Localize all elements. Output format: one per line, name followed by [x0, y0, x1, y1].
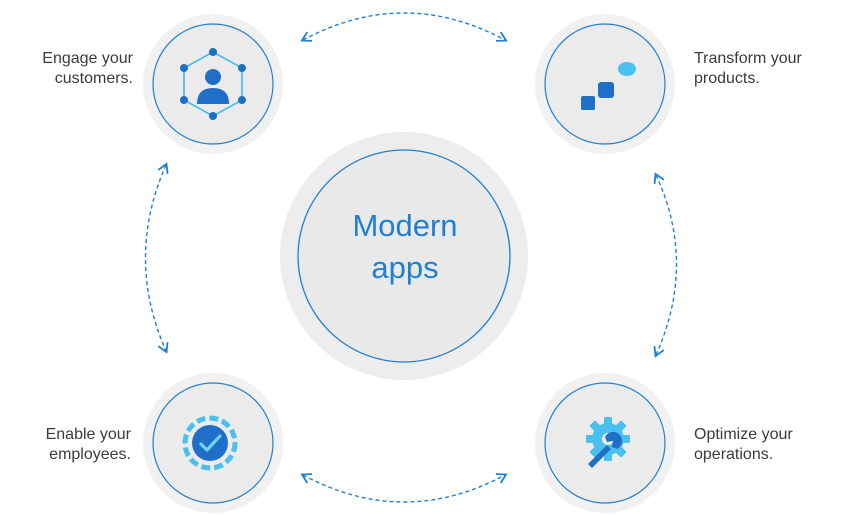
- center-node: [280, 132, 528, 380]
- label-optimize-operations: Optimize your operations.: [694, 425, 839, 465]
- label-line: operations.: [694, 446, 774, 463]
- arrow-top: [300, 12, 508, 42]
- node-enable-employees: [143, 373, 283, 513]
- arrow-right: [653, 172, 678, 358]
- center-title: Modern apps: [300, 205, 510, 289]
- connector-arrows: [144, 12, 678, 503]
- label-engage-customers: Engage your customers.: [0, 49, 133, 89]
- node-transform-products: [535, 14, 675, 154]
- label-line: Transform your: [694, 50, 802, 67]
- label-line: Engage your: [42, 50, 133, 67]
- arrow-left: [144, 162, 169, 354]
- label-line: Optimize your: [694, 426, 793, 443]
- gear-wrench-icon: [586, 417, 630, 468]
- node-optimize-operations: [535, 373, 675, 513]
- label-line: customers.: [54, 70, 133, 87]
- label-transform-products: Transform your products.: [694, 49, 839, 89]
- product-blocks-icon: [581, 62, 636, 110]
- center-title-line2: apps: [371, 250, 439, 285]
- label-line: products.: [694, 70, 760, 87]
- label-line: employees.: [49, 446, 131, 463]
- arrow-bottom: [300, 473, 508, 503]
- employee-check-icon: [182, 415, 238, 471]
- center-title-line1: Modern: [352, 208, 458, 243]
- node-engage-customers: [143, 14, 283, 154]
- label-enable-employees: Enable your employees.: [0, 425, 131, 465]
- customer-network-icon: [180, 48, 246, 120]
- label-line: Enable your: [45, 426, 131, 443]
